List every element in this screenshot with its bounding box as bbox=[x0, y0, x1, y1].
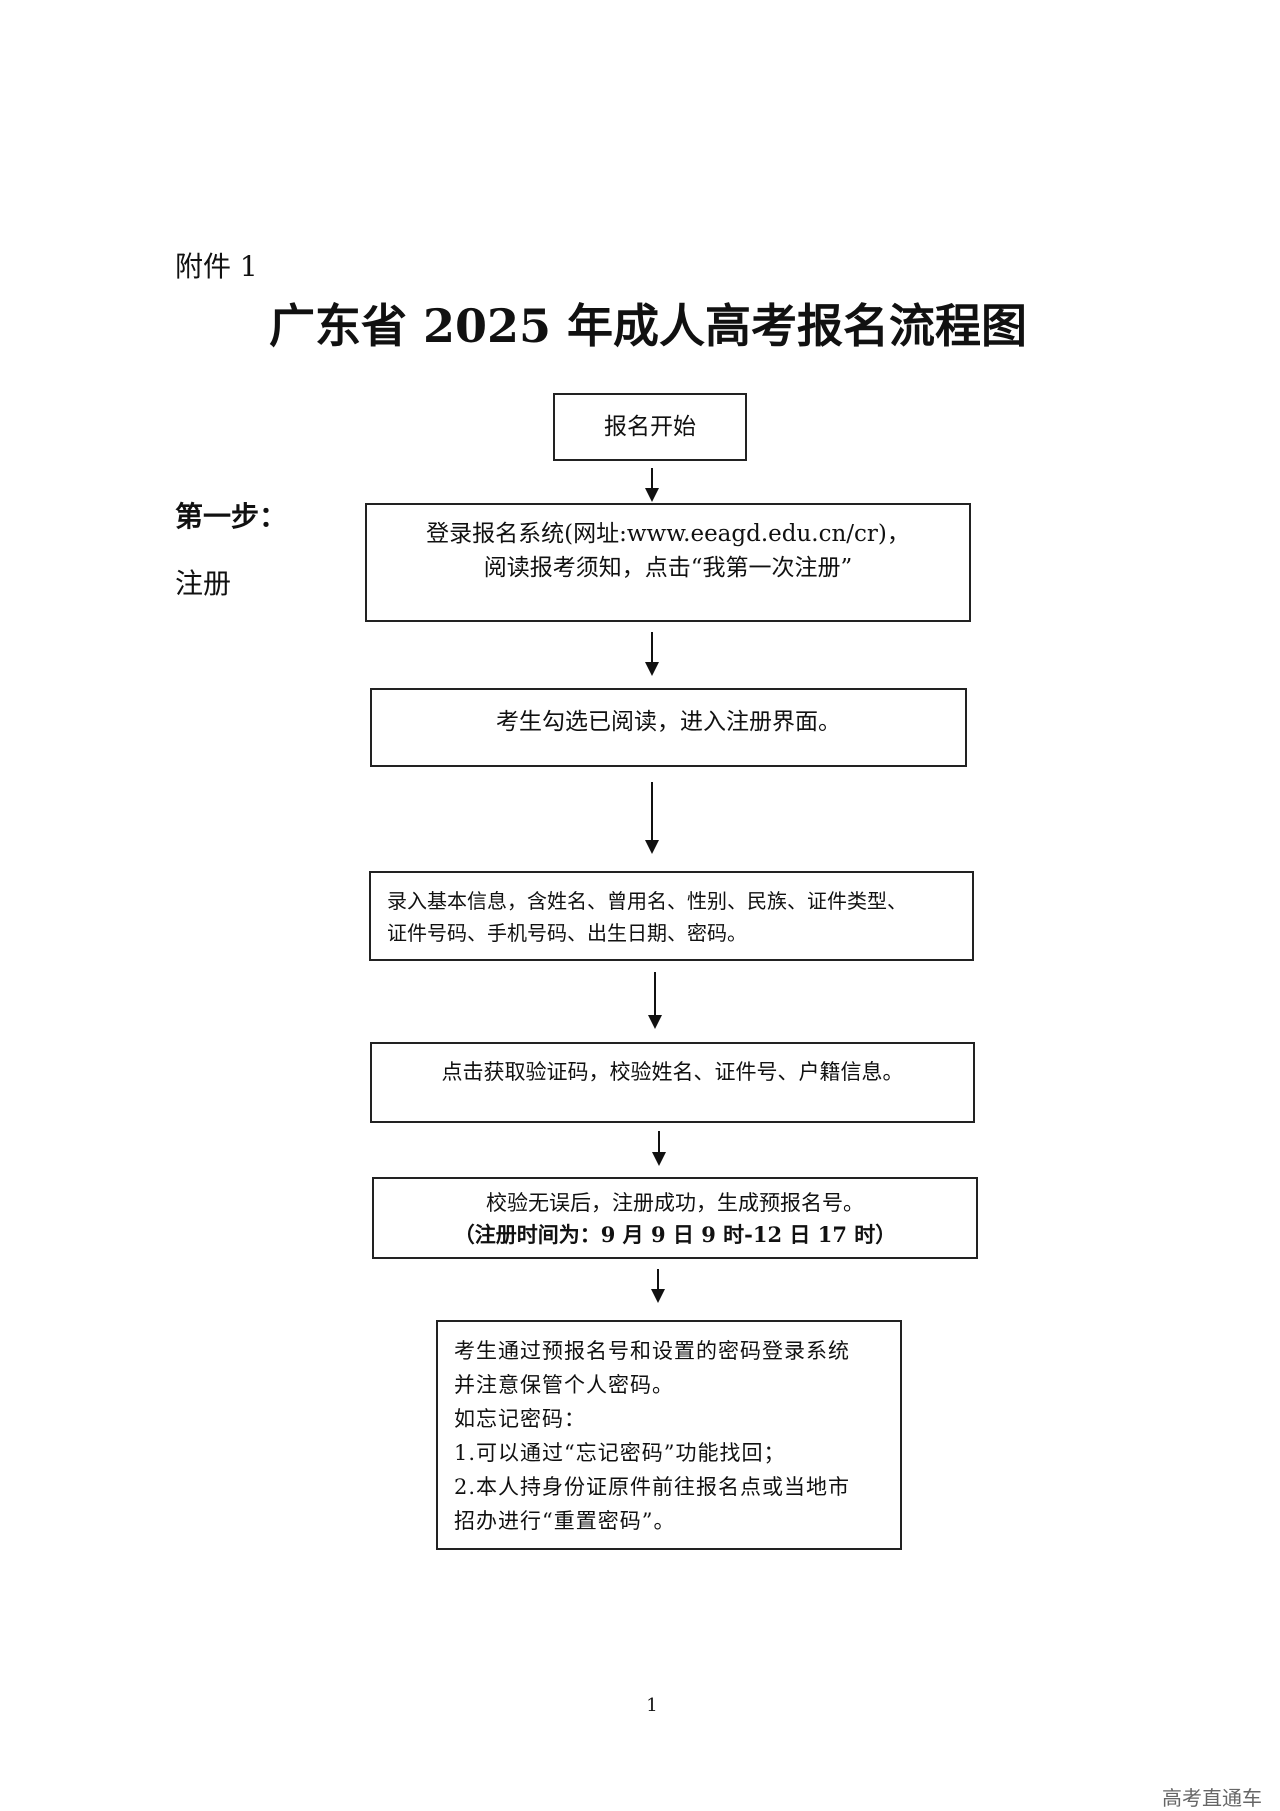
arrow-3 bbox=[645, 782, 659, 854]
step-label: 第一步： bbox=[175, 500, 288, 533]
flow-agree-box: 考生勾选已阅读，进入注册界面。 bbox=[370, 688, 967, 767]
page-title: 广东省 2025 年成人高考报名流程图 bbox=[268, 299, 1028, 353]
arrow-6 bbox=[651, 1269, 665, 1303]
arrow-2 bbox=[645, 632, 659, 676]
flow-info-line-2: 证件号码、手机号码、出生日期、密码。 bbox=[387, 921, 747, 945]
flow-password-line-2: 并注意保管个人密码。 bbox=[454, 1373, 674, 1397]
flow-login-line-1: 登录报名系统(网址:www.eeagd.edu.cn/cr)， bbox=[426, 521, 910, 547]
step-name: 注册 bbox=[175, 567, 232, 600]
flow-password-line-1: 考生通过预报名号和设置的密码登录系统 bbox=[454, 1339, 850, 1363]
flow-start-box: 报名开始 bbox=[553, 393, 747, 461]
flow-agree-text: 考生勾选已阅读，进入注册界面。 bbox=[496, 709, 841, 735]
flow-success-period: （注册时间为：9 月 9 日 9 时-12 日 17 时） bbox=[453, 1222, 897, 1247]
flow-success-line-1: 校验无误后，注册成功，生成预报名号。 bbox=[486, 1191, 864, 1215]
flow-info-line-1: 录入基本信息，含姓名、曾用名、性别、民族、证件类型、 bbox=[387, 889, 907, 913]
flow-password-line-4: 1.可以通过“忘记密码”功能找回； bbox=[454, 1441, 786, 1465]
flow-start-text: 报名开始 bbox=[604, 414, 696, 440]
flow-info-box: 录入基本信息，含姓名、曾用名、性别、民族、证件类型、 证件号码、手机号码、出生日… bbox=[369, 871, 974, 961]
page-number: 1 bbox=[646, 1695, 658, 1716]
flow-login-line-2: 阅读报考须知，点击“我第一次注册” bbox=[483, 555, 853, 581]
arrow-5 bbox=[652, 1131, 666, 1166]
flow-password-line-3: 如忘记密码： bbox=[454, 1407, 586, 1431]
arrow-1 bbox=[645, 468, 659, 502]
arrow-4 bbox=[648, 972, 662, 1029]
watermark: 高考直通车 bbox=[1162, 1786, 1262, 1810]
attachment-label: 附件 1 bbox=[175, 250, 258, 283]
flow-login-password-box: 考生通过预报名号和设置的密码登录系统 并注意保管个人密码。 如忘记密码： 1.可… bbox=[436, 1320, 902, 1550]
flow-login-box: 登录报名系统(网址:www.eeagd.edu.cn/cr)， 阅读报考须知，点… bbox=[365, 503, 971, 622]
flow-verify-text: 点击获取验证码，校验姓名、证件号、户籍信息。 bbox=[441, 1060, 904, 1084]
flow-password-line-5: 2.本人持身份证原件前往报名点或当地市 bbox=[454, 1475, 851, 1499]
flow-password-line-6: 招办进行“重置密码”。 bbox=[454, 1509, 676, 1533]
flow-success-box: 校验无误后，注册成功，生成预报名号。 （注册时间为：9 月 9 日 9 时-12… bbox=[372, 1177, 978, 1259]
flow-verify-box: 点击获取验证码，校验姓名、证件号、户籍信息。 bbox=[370, 1042, 975, 1123]
